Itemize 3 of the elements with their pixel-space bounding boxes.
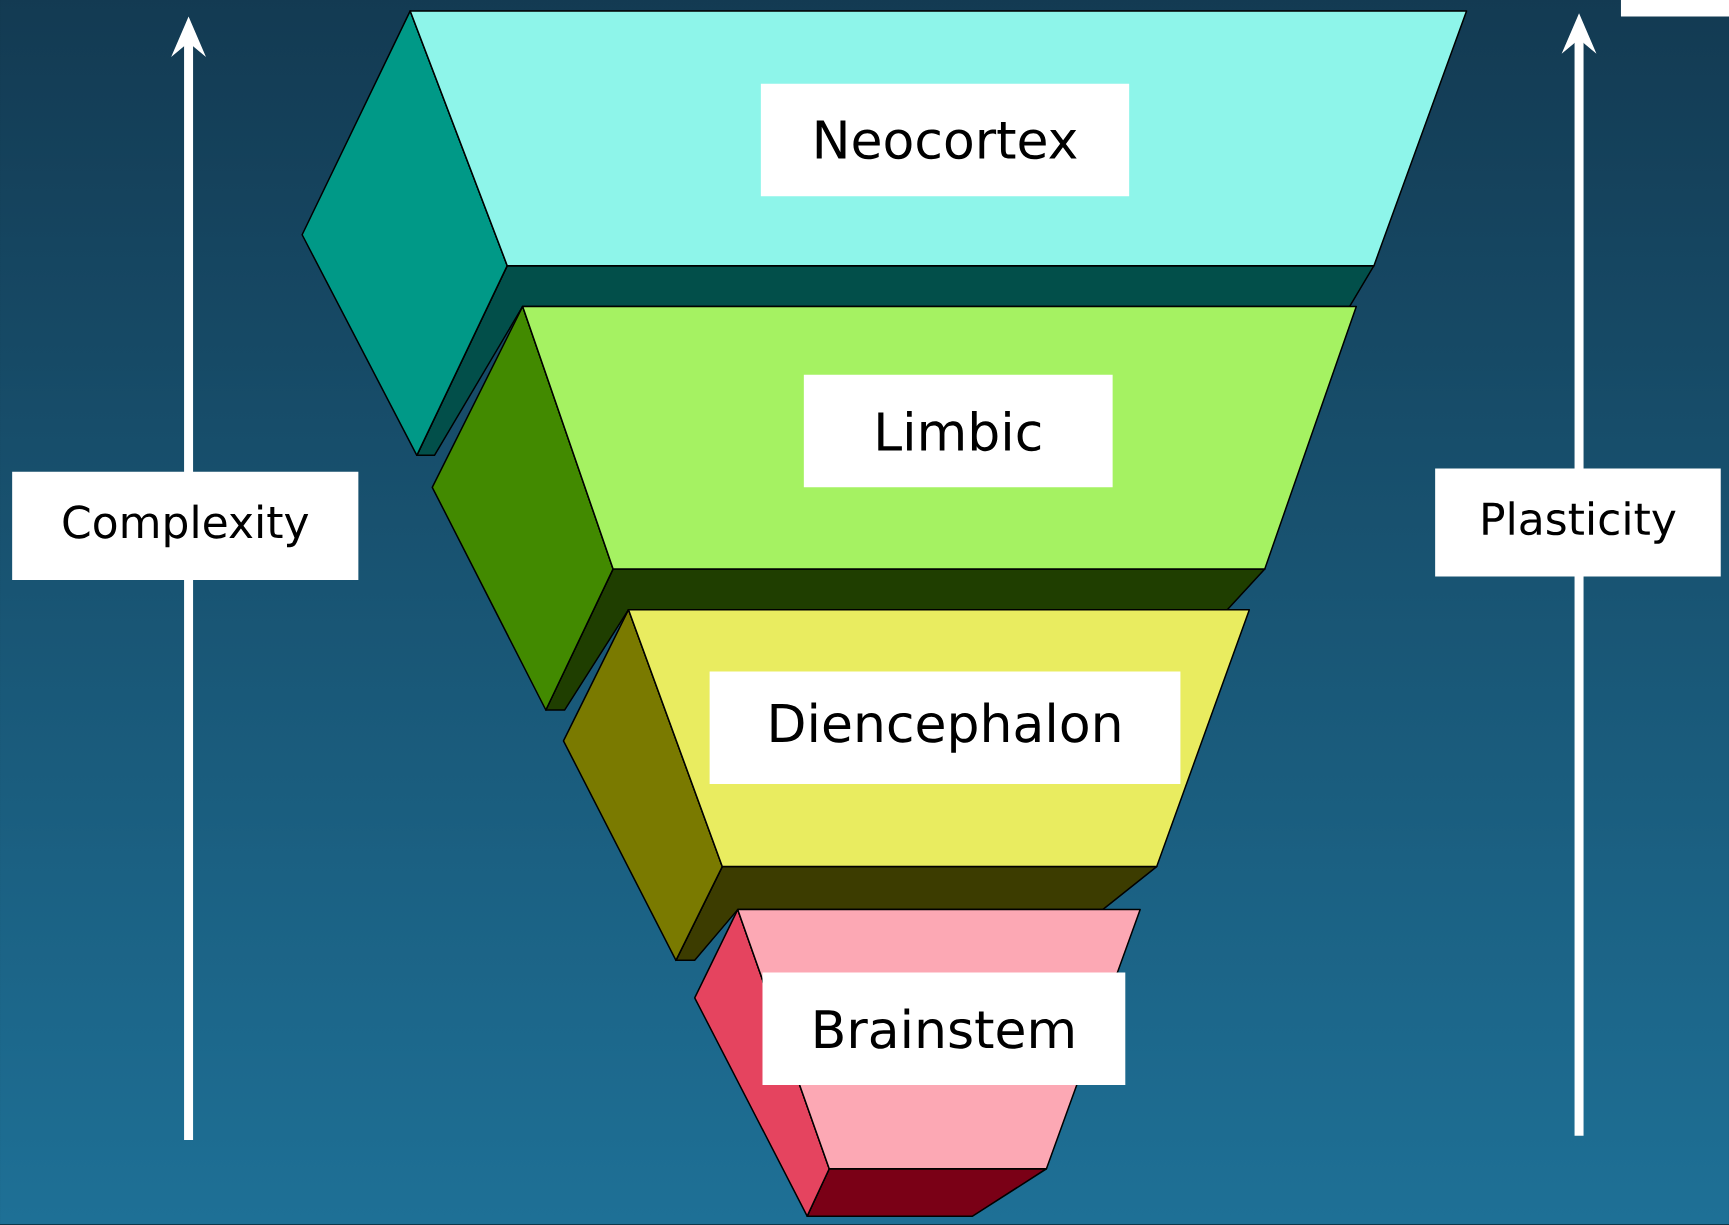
brain-layer: Brainstem [693,908,1141,1217]
axis-label: Complexity [12,471,359,580]
axis-label: Plasticity [1435,468,1721,577]
